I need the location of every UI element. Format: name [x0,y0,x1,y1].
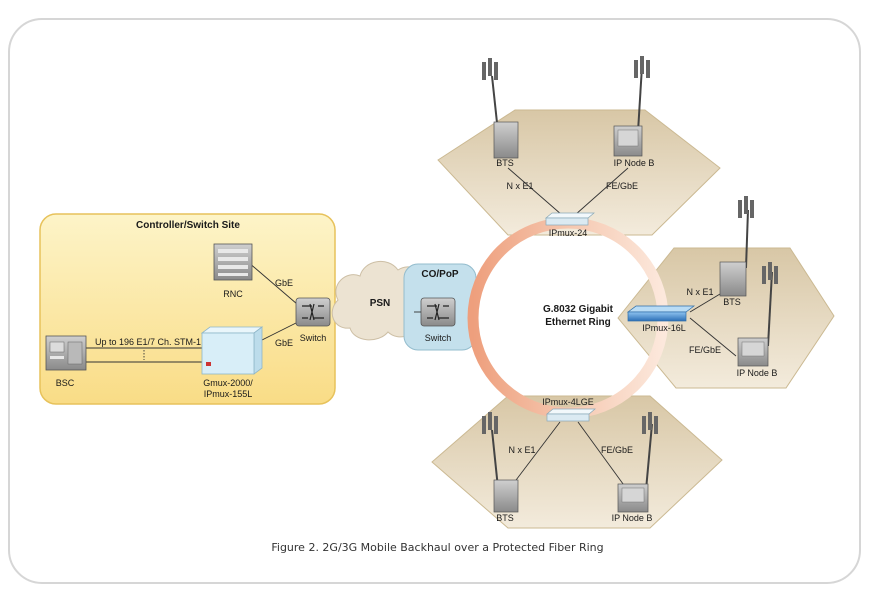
copop-title: CO/PoP [421,269,459,280]
gmux-device-icon [200,326,264,375]
right-bts-label: BTS [723,297,741,307]
right-bts-tower-icon [719,196,754,297]
bottom-bts-tower-icon [482,412,519,513]
right-fegbe-label: FE/GbE [689,345,721,355]
co-pop-site: CO/PoP Switch [403,263,477,351]
site-switch-label: Switch [300,333,327,343]
bsc-server-icon [45,335,87,371]
right-ne1-label: N x E1 [686,287,713,297]
gbe-rnc-label: GbE [275,278,293,288]
bottom-ne1-label: N x E1 [508,445,535,455]
right-ipnode-tower-icon [737,262,778,367]
rnc-server-icon [213,243,253,281]
bottom-fegbe-label: FE/GbE [601,445,633,455]
ipmux-24-device-icon [545,212,595,226]
top-ipnode-tower-icon [613,56,650,157]
gbe-gmux-label: GbE [275,338,293,348]
psn-label: PSN [370,298,391,309]
ipmux-24-label: IPmux-24 [549,228,588,238]
top-bts-label: BTS [496,158,514,168]
bottom-ipnode-tower-icon [617,412,658,513]
bottom-ipnode-label: IP Node B [612,513,653,523]
controller-switch-site: Controller/Switch Site RNC BSC [39,213,336,405]
top-ne1-label: N x E1 [506,181,533,191]
gmux-label-line1: Gmux-2000/ [203,378,253,388]
bottom-cell: BTS IP Node B N x E1 FE/GbE [431,395,723,529]
bottom-bts-label: BTS [496,513,514,523]
figure-caption: Figure 2. 2G/3G Mobile Backhaul over a P… [271,541,604,554]
ipmux-4lge-device-icon [546,408,596,422]
rnc-label: RNC [223,289,243,299]
bsc-label: BSC [56,378,75,388]
top-ipnode-label: IP Node B [614,158,655,168]
copop-switch-label: Switch [425,333,452,343]
ipmux-16l-device-icon [626,305,696,322]
right-cell: BTS IP Node B N x E1 FE/GbE [617,196,835,389]
ring-label-line2: Ethernet Ring [545,317,611,328]
top-fegbe-label: FE/GbE [606,181,638,191]
bsc-link-label: Up to 196 E1/7 Ch. STM-1 [95,337,201,347]
site-title: Controller/Switch Site [136,220,240,231]
ipmux-16l-label: IPmux-16L [642,323,686,333]
copop-switch-icon [420,297,456,327]
right-ipnode-label: IP Node B [737,368,778,378]
gmux-label-line2: IPmux-155L [204,389,253,399]
ipmux-4lge-label: IPmux-4LGE [542,397,594,407]
site-switch-icon [295,297,331,327]
ring-label-line1: G.8032 Gigabit [543,304,614,315]
top-cell: BTS IP Node B N x E1 FE/GbE [437,56,721,236]
top-bts-tower-icon [482,58,519,159]
